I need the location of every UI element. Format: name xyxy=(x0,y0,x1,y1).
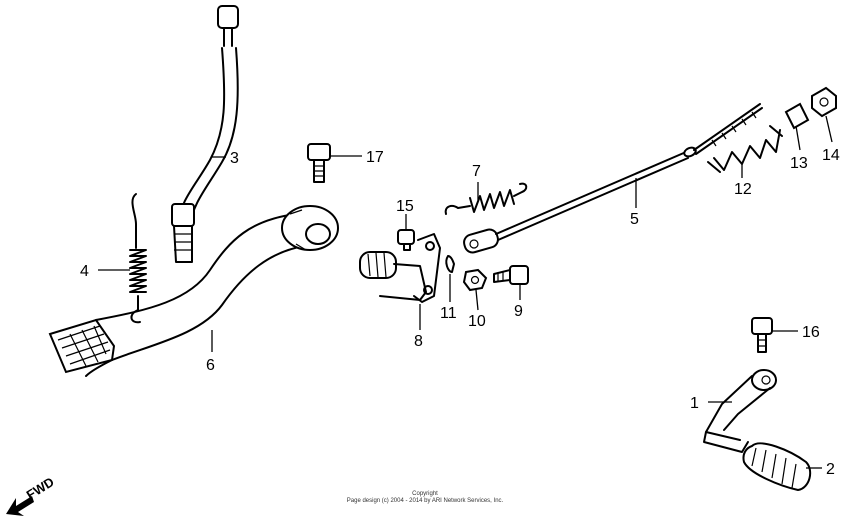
callout-13: 13 xyxy=(790,155,808,172)
callout-15: 15 xyxy=(396,198,414,215)
callout-6: 6 xyxy=(206,357,215,374)
part-13-collar xyxy=(784,102,810,130)
callout-10: 10 xyxy=(468,313,486,330)
callout-9: 9 xyxy=(514,303,523,320)
callout-17: 17 xyxy=(366,149,384,166)
part-2-rubber xyxy=(742,442,812,492)
copyright-line-2: Page design (c) 2004 - 2014 by ARI Netwo… xyxy=(346,498,504,504)
part-6-pedal xyxy=(48,205,339,377)
part-17-bolt xyxy=(307,143,331,183)
callout-16: 16 xyxy=(802,324,820,341)
part-8-brake-arm xyxy=(359,233,441,303)
part-1-arm xyxy=(703,369,777,453)
callout-8: 8 xyxy=(414,333,423,350)
callout-11: 11 xyxy=(440,305,457,322)
callout-12: 12 xyxy=(734,181,752,198)
part-11-cotter-pin xyxy=(445,255,455,273)
part-9-bolt xyxy=(493,265,529,285)
callout-1: 1 xyxy=(690,395,699,412)
callout-leaders xyxy=(98,115,833,469)
part-16-bolt xyxy=(751,317,773,353)
callout-5: 5 xyxy=(630,211,639,228)
callout-2: 2 xyxy=(826,461,835,478)
callout-3: 3 xyxy=(230,150,239,167)
part-15-pin xyxy=(397,229,415,251)
part-4-spring xyxy=(129,193,147,324)
part-10-nut xyxy=(462,268,488,292)
part-5-rod xyxy=(463,103,763,254)
part-3-cable xyxy=(171,5,239,263)
callout-4: 4 xyxy=(80,263,89,280)
part-7-spring xyxy=(444,182,528,215)
copyright-footer: Copyright Page design (c) 2004 - 2014 by… xyxy=(0,491,850,505)
callout-7: 7 xyxy=(472,163,481,180)
callout-14: 14 xyxy=(822,147,840,164)
part-12-spring xyxy=(707,125,783,173)
copyright-line-1: Copyright xyxy=(412,491,438,497)
part-14-nut xyxy=(811,86,837,118)
